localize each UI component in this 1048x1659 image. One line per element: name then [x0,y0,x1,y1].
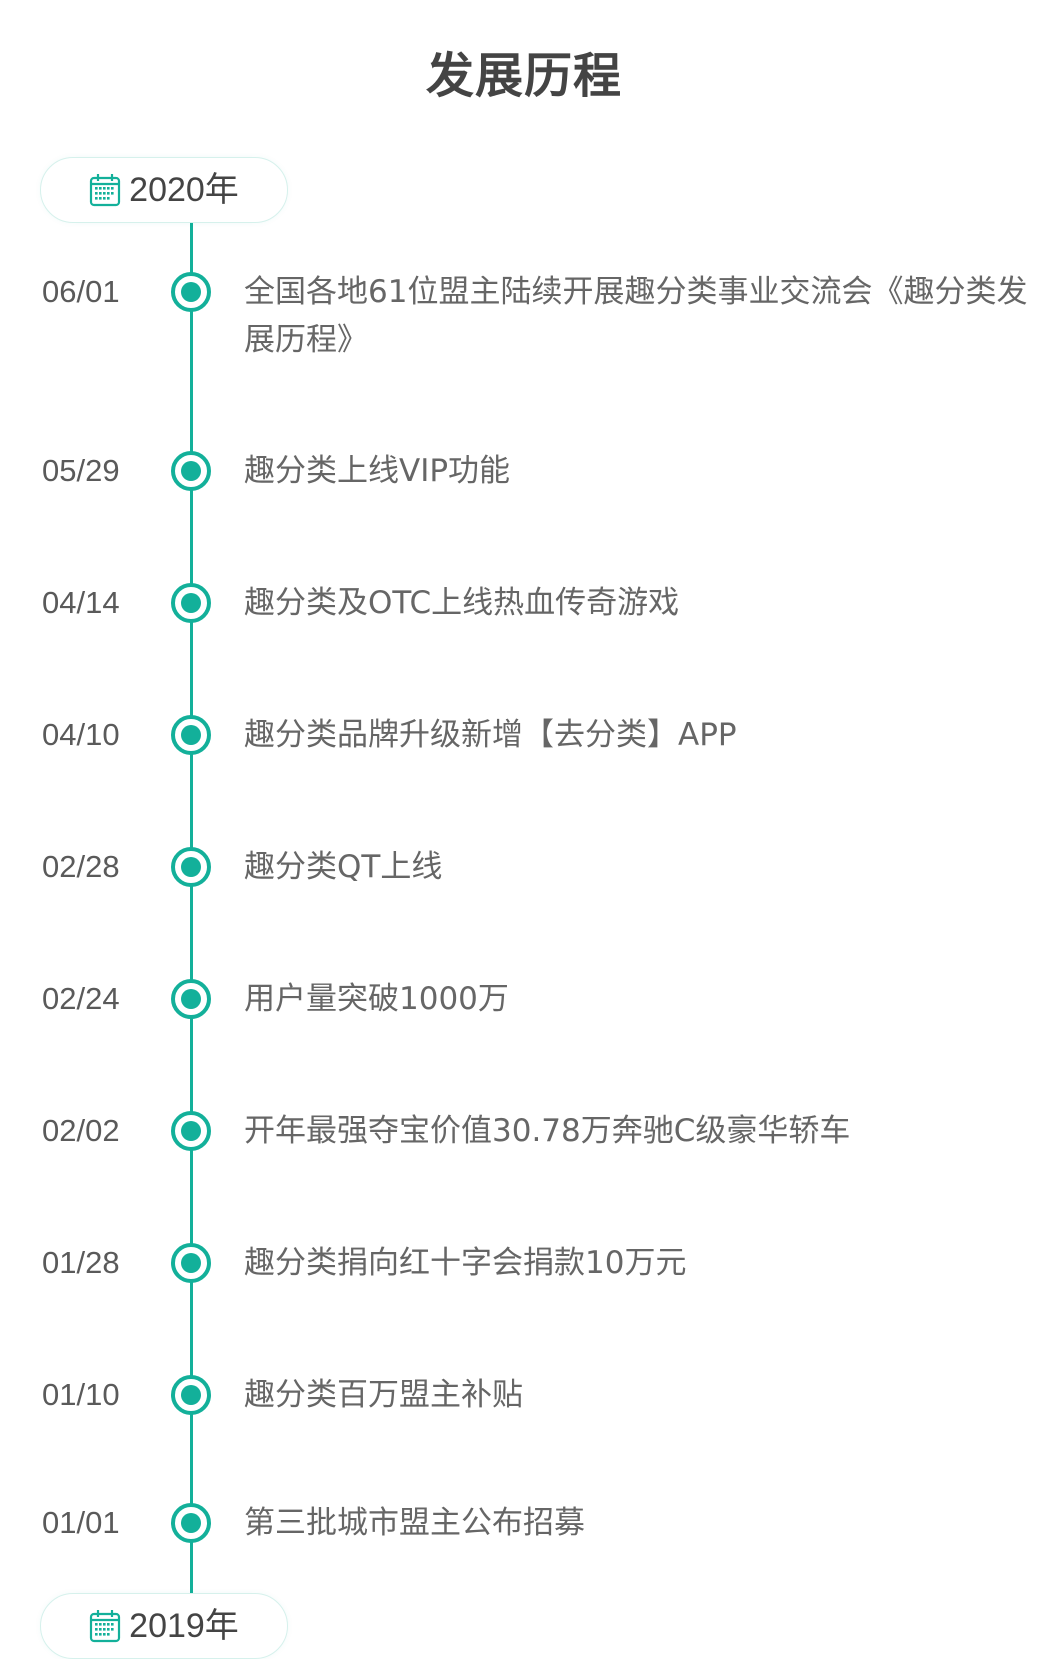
event-date: 02/24 [42,981,120,1016]
event-date: 05/29 [42,453,120,488]
event-date: 01/28 [42,1245,120,1280]
timeline-dot-icon [171,1503,211,1543]
event-date: 01/10 [42,1377,120,1412]
timeline-dot-icon [171,451,211,491]
year-pill-2019[interactable]: 2019年 [40,1593,288,1659]
event-date: 02/02 [42,1113,120,1148]
year-pill-2020[interactable]: 2020年 [40,157,288,223]
timeline-dot-icon [171,715,211,755]
calendar-icon [90,174,121,207]
event-date: 02/28 [42,849,120,884]
event-date: 04/10 [42,717,120,752]
event-text: 第三批城市盟主公布招募 [244,1505,585,1541]
timeline-dot-icon [171,1243,211,1283]
event-text: 趣分类品牌升级新增【去分类】APP [244,717,737,753]
timeline-dot-icon [171,272,211,312]
year-label: 2019年 [129,1607,239,1645]
timeline-dot-icon [171,979,211,1019]
page-title: 发展历程 [425,48,622,104]
event-text: 趣分类及OTC上线热血传奇游戏 [244,585,680,621]
event-date: 06/01 [42,274,120,309]
event-text: 用户量突破1000万 [244,981,509,1017]
event-date: 01/01 [42,1505,120,1540]
event-text: 趣分类QT上线 [244,849,443,885]
event-text: 开年最强夺宝价值30.78万奔驰C级豪华轿车 [244,1113,851,1149]
timeline-line [190,223,193,1595]
year-label: 2020年 [129,171,239,209]
timeline-dot-icon [171,1375,211,1415]
calendar-icon [90,1610,121,1643]
event-text: 全国各地61位盟主陆续开展趣分类事业交流会《趣分类发展历程》 [244,274,1028,358]
timeline-dot-icon [171,583,211,623]
event-text: 趣分类上线VIP功能 [244,453,511,489]
event-date: 04/14 [42,585,120,620]
event-text: 趣分类捐向红十字会捐款10万元 [244,1245,687,1281]
timeline-dot-icon [171,847,211,887]
timeline-dot-icon [171,1111,211,1151]
event-text: 趣分类百万盟主补贴 [244,1377,523,1413]
